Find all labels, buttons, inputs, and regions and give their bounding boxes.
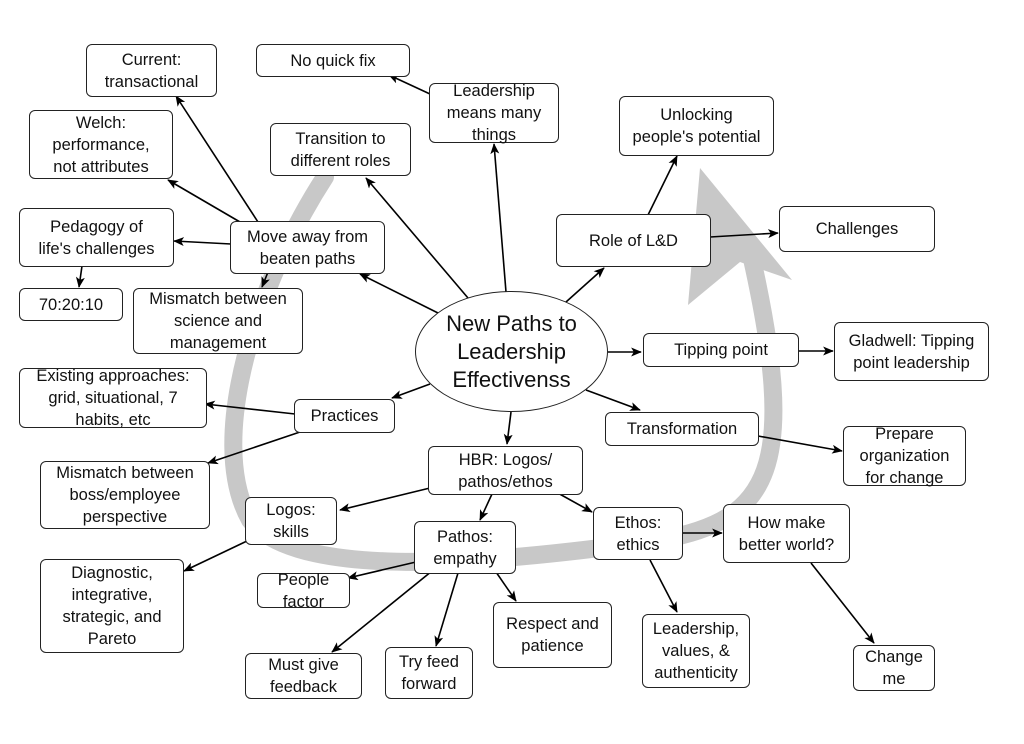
node-leadership-values: Leadership, values, & authenticity xyxy=(642,614,750,688)
node-702010: 70:20:10 xyxy=(19,288,123,321)
arrow-pathos-people-factor xyxy=(347,561,417,581)
node-gladwell: Gladwell: Tipping point leadership xyxy=(834,322,989,381)
node-no-quick-fix: No quick fix xyxy=(256,44,410,77)
arrow-role-ld-unlocking xyxy=(647,155,678,216)
node-challenges: Challenges xyxy=(779,206,935,252)
node-welch: Welch: performance, not attributes xyxy=(29,110,173,179)
node-practices: Practices xyxy=(294,399,395,433)
arrow-leadership-means-no-quick-fix xyxy=(388,74,431,95)
arrow-hbr-logos xyxy=(339,487,431,513)
node-pathos: Pathos: empathy xyxy=(414,521,516,574)
node-existing-approaches: Existing approaches: grid, situational, … xyxy=(19,367,207,429)
node-mismatch-boss: Mismatch between boss/employee perspecti… xyxy=(40,461,210,529)
node-better-world: How make better world? xyxy=(723,504,850,563)
central-topic: New Paths to Leadership Effectivenss xyxy=(415,291,608,412)
node-ethos: Ethos: ethics xyxy=(593,507,683,560)
arrow-pathos-feed-forward xyxy=(434,572,459,647)
node-change-me: Change me xyxy=(853,645,935,691)
node-move-away: Move away from beaten paths xyxy=(230,221,385,274)
arrow-practices-mismatch-boss xyxy=(207,431,301,465)
arrow-transformation-prepare xyxy=(757,435,843,454)
arrow-better-world-change-me xyxy=(810,562,875,644)
arrow-pedagogy-702010 xyxy=(75,265,85,288)
arrow-move-away-current xyxy=(175,95,259,223)
node-current-transactional: Current: transactional xyxy=(86,44,217,97)
arrow-hbr-ethos xyxy=(555,491,593,513)
arrow-logos-diagnostic xyxy=(183,540,248,572)
node-people-factor: People factor xyxy=(257,571,350,611)
arrow-pathos-must-give xyxy=(331,570,433,653)
node-unlocking-potential: Unlocking people's potential xyxy=(619,96,774,156)
node-diagnostic: Diagnostic, integrative, strategic, and … xyxy=(40,559,184,653)
arrow-center-practices xyxy=(391,383,431,399)
arrow-move-away-welch xyxy=(167,179,241,223)
node-role-of-ld: Role of L&D xyxy=(556,214,711,267)
arrow-center-transition-roles xyxy=(365,177,469,299)
arrow-practices-existing xyxy=(204,400,296,415)
arrow-move-away-mismatch-science xyxy=(261,271,270,288)
arrow-pathos-respect xyxy=(495,571,517,602)
node-leadership-means-many-things: Leadership means many things xyxy=(429,82,559,144)
node-pedagogy: Pedagogy of life's challenges xyxy=(19,208,174,267)
node-transition-roles: Transition to different roles xyxy=(270,123,411,176)
node-tipping-point: Tipping point xyxy=(643,333,799,367)
node-hbr: HBR: Logos/ pathos/ethos xyxy=(428,446,583,495)
arrow-ethos-leadership-values xyxy=(649,559,678,613)
node-try-feed-forward: Try feed forward xyxy=(385,647,473,699)
arrow-center-transformation xyxy=(585,389,641,411)
node-must-give-feedback: Must give feedback xyxy=(245,653,362,699)
node-prepare-organization: Prepare organization for change xyxy=(843,425,966,487)
node-logos: Logos: skills xyxy=(245,497,337,545)
connectors xyxy=(75,74,875,653)
node-respect-patience: Respect and patience xyxy=(493,602,612,668)
node-mismatch-science: Mismatch between science and management xyxy=(133,288,303,354)
arrow-center-leadership-means xyxy=(490,143,507,293)
arrow-role-ld-challenges xyxy=(709,229,779,239)
arrow-move-away-pedagogy xyxy=(173,237,232,247)
node-transformation: Transformation xyxy=(605,412,759,446)
arrow-center-hbr xyxy=(503,411,513,445)
arrow-center-move-away xyxy=(359,273,439,314)
arrow-hbr-pathos xyxy=(479,493,493,521)
arrow-center-role-ld xyxy=(565,267,605,303)
